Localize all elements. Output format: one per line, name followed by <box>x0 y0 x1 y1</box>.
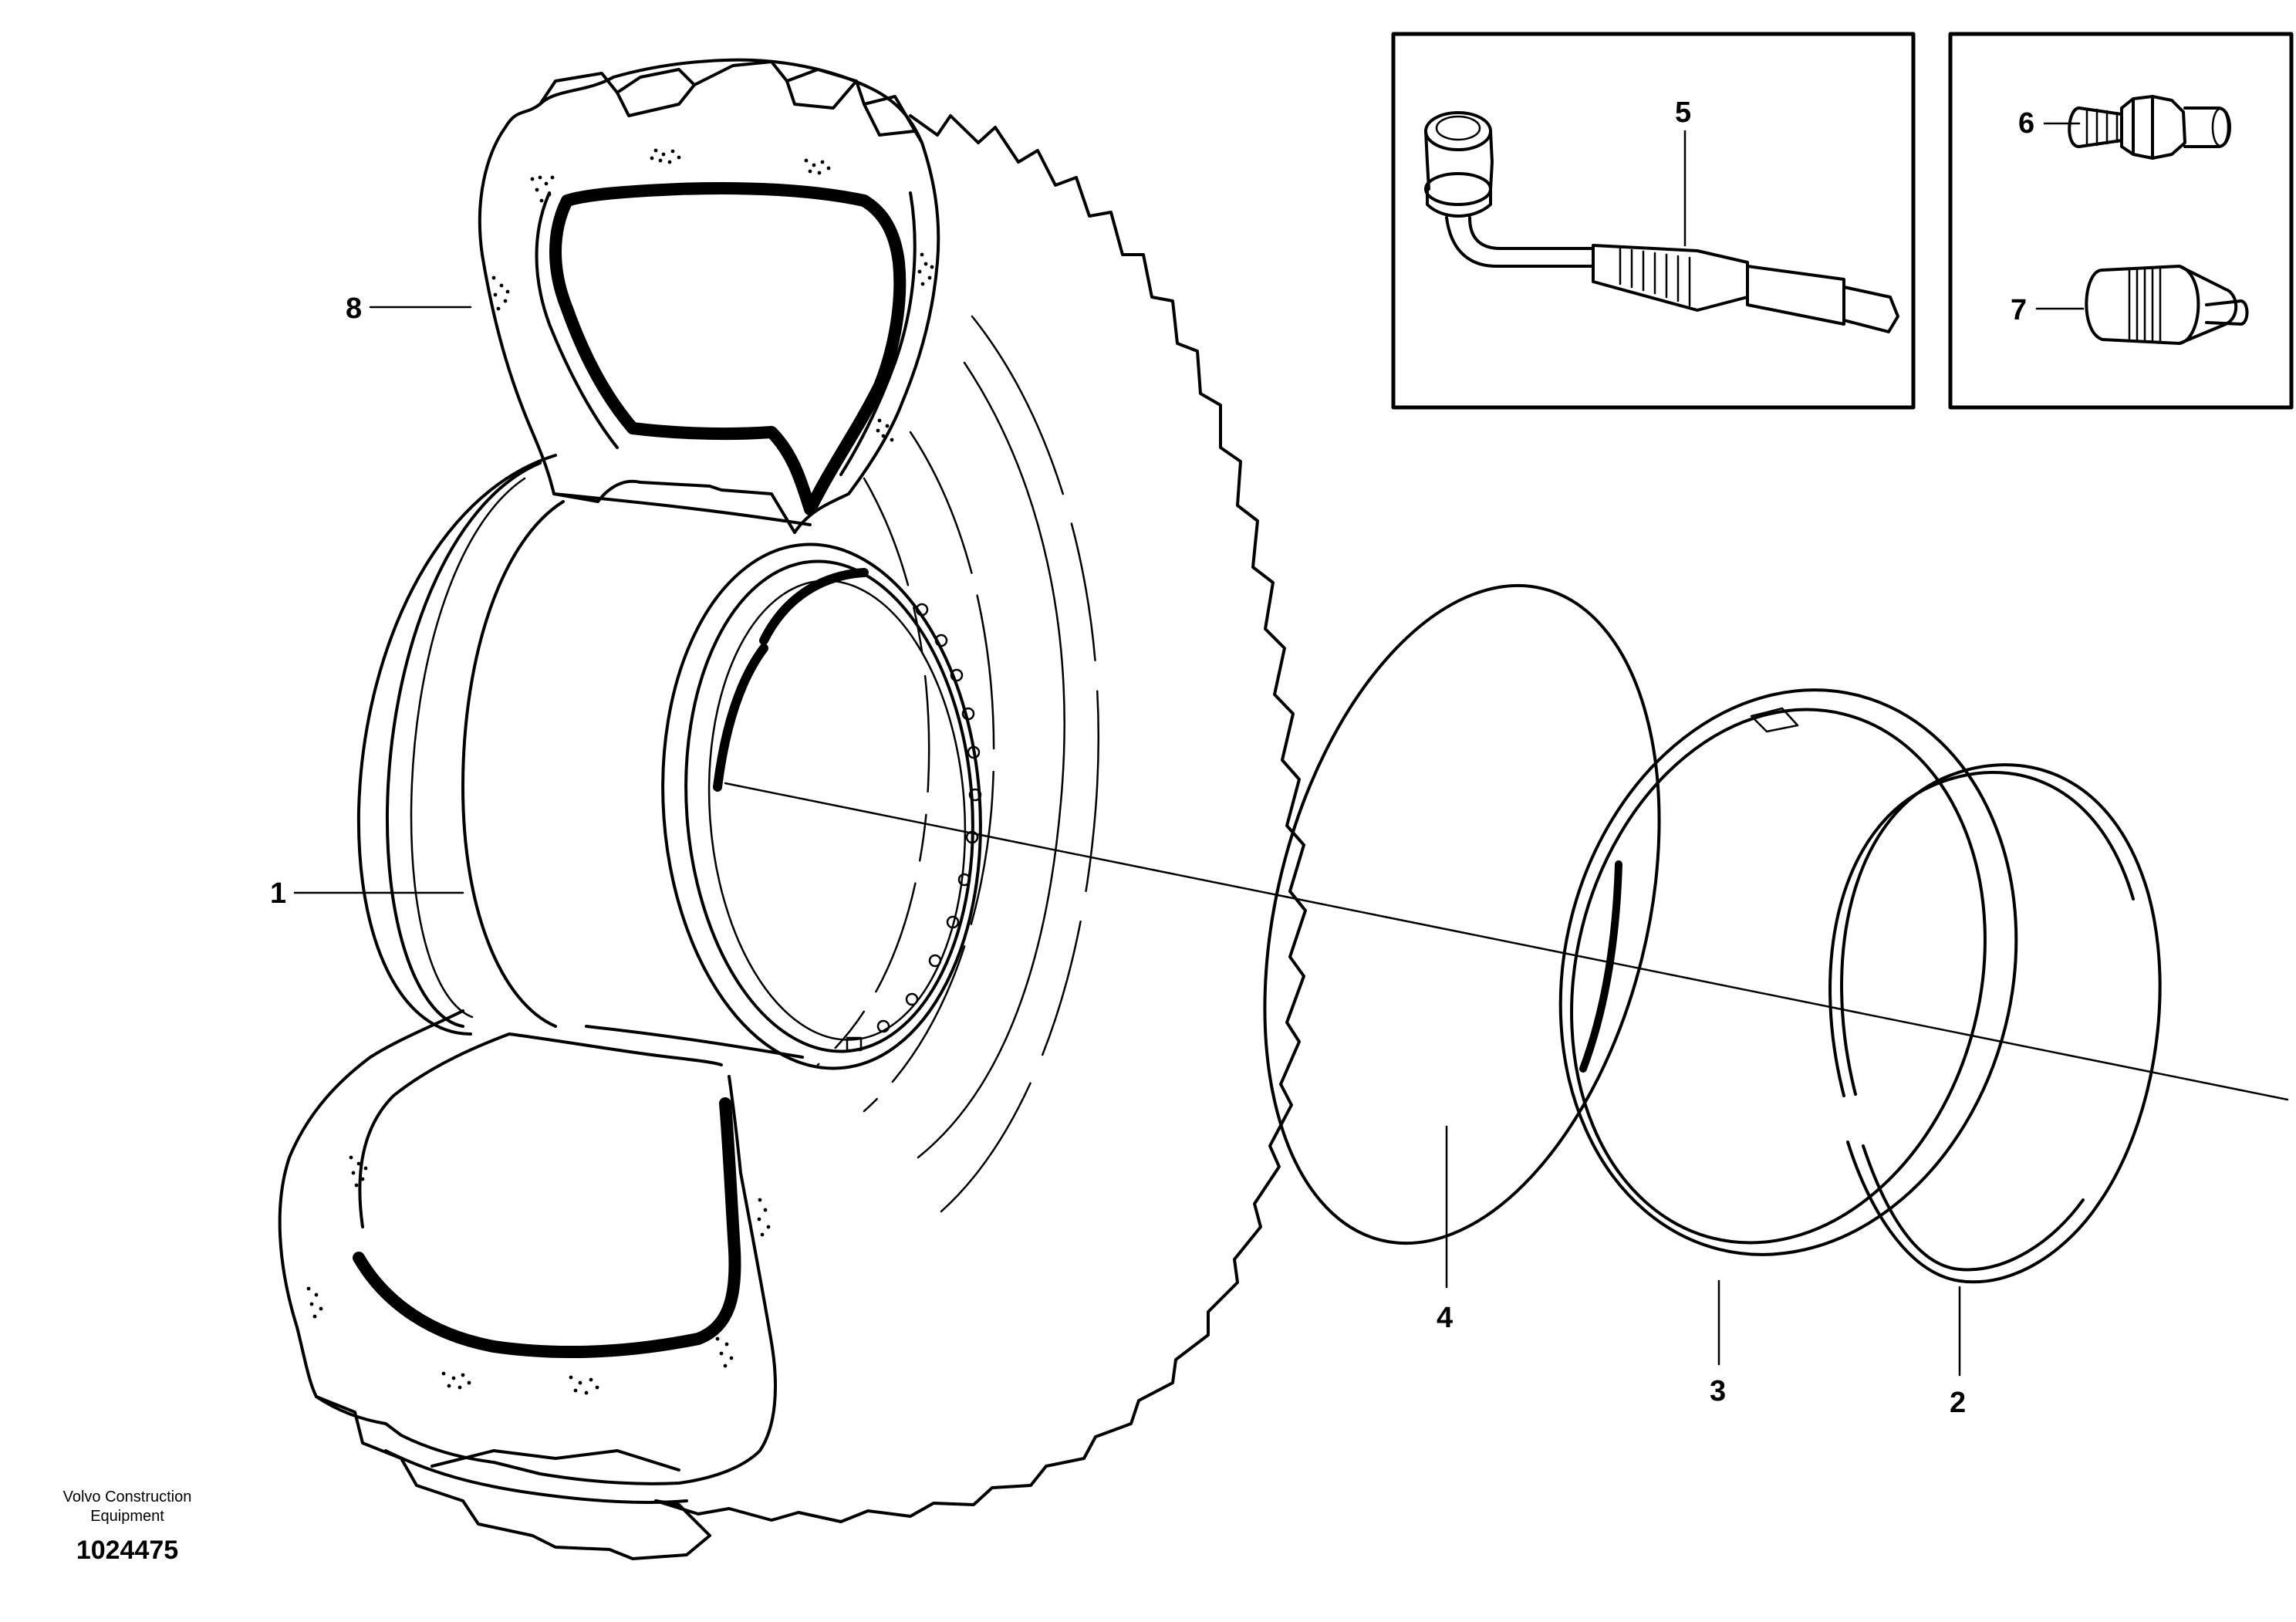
tire-tread-outline <box>654 114 1307 1523</box>
tire-lower-inner-tube <box>353 1097 741 1359</box>
rim-barrel-top <box>552 492 812 526</box>
callout-4: 4 <box>1437 1302 1453 1334</box>
callout-2: 2 <box>1950 1387 1966 1419</box>
tire-lower-cavity-edge <box>358 1032 723 1228</box>
lock-ring-illustration <box>1828 763 2162 1284</box>
o-ring-illustration <box>1263 583 1661 1245</box>
tire-sidewall-arc-2 <box>917 361 1065 1159</box>
callout-8: 8 <box>346 292 362 325</box>
tire-upper-inner-outline <box>535 191 917 476</box>
callout-leaders <box>293 122 2085 1377</box>
rim-barrel-bottom <box>585 1025 804 1059</box>
tire-sidewall-arc-1 <box>940 315 1099 1213</box>
inset-box-valve <box>1391 32 1916 410</box>
valve-adapter-illustration <box>2068 95 2231 160</box>
extended-valve-illustration <box>1424 111 1899 333</box>
rim-flange-2 <box>385 461 542 1028</box>
lock-ring-lower-inner <box>1862 1144 2085 1272</box>
flange-ring-illustration <box>1558 688 2018 1256</box>
brand-line-1: Volvo Construction <box>63 1489 192 1505</box>
tire-lower-outline <box>278 1009 777 1485</box>
drawing-footer: Volvo Construction Equipment 1024475 <box>63 1489 192 1565</box>
flange-ring-tab <box>1750 707 1799 733</box>
callout-numbers: 1 8 4 3 2 5 6 7 <box>270 96 2034 1419</box>
callout-6: 6 <box>2018 107 2034 140</box>
tire-lower-tread <box>315 1395 711 1560</box>
valve-cap-illustration <box>2085 265 2249 345</box>
rim-front-outer <box>661 542 982 1070</box>
tire-sidewall-arc-4 <box>816 477 930 1066</box>
lock-ring-lower <box>1846 1140 2100 1284</box>
rim-bolt-holes <box>846 603 982 1052</box>
tire-texture-dots <box>306 148 934 1395</box>
lock-ring-upper <box>1840 763 2162 1205</box>
tire-upper-tread-inner <box>616 79 916 137</box>
assembly-axis-line <box>724 782 2289 1101</box>
tire-upper-outline <box>478 58 940 534</box>
callout-1: 1 <box>270 877 286 910</box>
callout-7: 7 <box>2011 294 2027 326</box>
drawing-id: 1024475 <box>76 1536 178 1565</box>
flange-ring-outer <box>1558 688 2018 1256</box>
tire-illustration <box>278 58 1307 1560</box>
rim-inner-seal <box>713 568 869 792</box>
tire-upper-tread <box>539 60 923 144</box>
brand-line-2: Equipment <box>90 1508 164 1525</box>
flange-ring-gap <box>1579 860 1622 1073</box>
rim-front-mid <box>684 559 974 1053</box>
callout-3: 3 <box>1710 1375 1726 1407</box>
tire-upper-inner-tube <box>549 181 907 515</box>
callout-5: 5 <box>1675 96 1691 129</box>
lock-ring-upper-inner <box>1828 771 2135 1097</box>
tire-lower-tread-inner <box>384 1449 688 1504</box>
rim-barrel-outer <box>461 500 565 1028</box>
rim-outer-flange <box>356 454 557 1036</box>
inset-box-fittings <box>1948 32 2294 410</box>
rim-illustration <box>356 454 982 1070</box>
flange-ring-inner <box>1570 708 1987 1245</box>
tire-sidewall-arc-3 <box>863 431 995 1113</box>
rim-flange-3 <box>410 477 526 1019</box>
